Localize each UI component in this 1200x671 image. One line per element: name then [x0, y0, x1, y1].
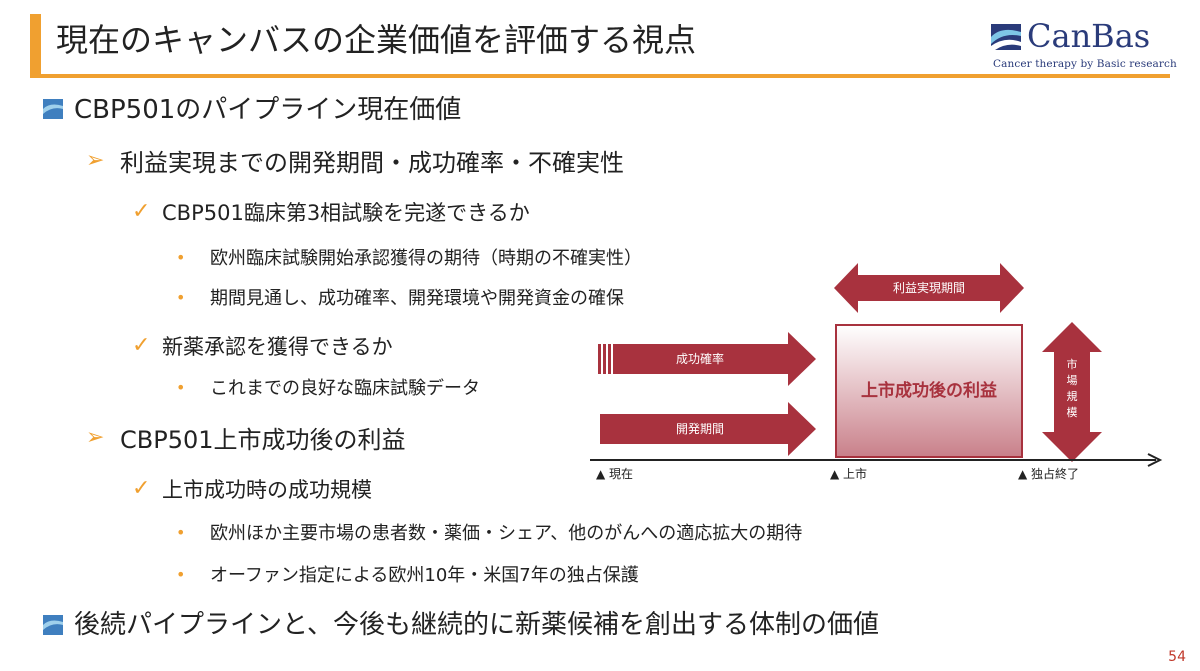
market-size-char-4: 模 — [1067, 406, 1078, 419]
dot-bullet-icon: • — [176, 523, 186, 542]
check-bullet-icon: ✓ — [132, 476, 151, 501]
axis-label-now: ▲ 現在 — [596, 467, 633, 481]
bullet-l2-post-launch: CBP501上市成功後の利益 — [120, 426, 406, 454]
logo-mark-icon — [991, 24, 1021, 50]
title-accent-bar — [30, 14, 41, 76]
bullet-l4-markets: 欧州ほか主要市場の患者数・薬価・シェア、他のがんへの適応拡大の期待 — [210, 523, 803, 544]
arrow-bullet-icon: ➢ — [86, 425, 105, 450]
arrow-bullet-icon: ➢ — [86, 148, 105, 173]
logo-name: CanBas — [1027, 17, 1151, 55]
bullet-l1-pipeline-value: CBP501のパイプライン現在価値 — [74, 95, 462, 125]
timeline-arrowhead-icon — [1147, 453, 1163, 467]
market-size-char-1: 市 — [1067, 357, 1078, 371]
title-bar: 現在のキャンバスの企業価値を評価する視点 — [30, 8, 1170, 78]
post-launch-profit-box — [835, 324, 1023, 458]
bullet-l4-clinical-data: これまでの良好な臨床試験データ — [210, 378, 480, 399]
bullet-l3-phase3: CBP501臨床第3相試験を完遂できるか — [162, 201, 530, 225]
axis-label-exclusivity-end: ▲ 独占終了 — [1018, 466, 1079, 481]
square-bullet-icon — [43, 615, 63, 635]
check-bullet-icon: ✓ — [132, 199, 151, 224]
post-launch-profit-label: 上市成功後の利益 — [861, 380, 997, 401]
bullet-l4-eu-approval: 欧州臨床試験開始承認獲得の期待（時期の不確実性） — [210, 248, 642, 269]
dot-bullet-icon: • — [176, 248, 186, 267]
value-timeline-diagram: 利益実現期間 成功確率 開発期間 上市成功後の利益 市 場 規 模 ▲ 現在 ▲… — [590, 263, 1163, 481]
success-rate-arrow — [598, 332, 816, 386]
square-bullet-icon — [43, 99, 63, 119]
bullet-l3-success-scale: 上市成功時の成功規模 — [162, 478, 372, 502]
success-rate-label: 成功確率 — [676, 351, 724, 366]
bullet-l4-outlook: 期間見通し、成功確率、開発環境や開発資金の確保 — [210, 288, 624, 309]
bullet-l4-orphan: オーファン指定による欧州10年・米国7年の独占保護 — [210, 565, 639, 586]
bullet-l3-approval: 新薬承認を獲得できるか — [162, 335, 393, 359]
page-number: 54 — [1168, 649, 1186, 665]
dot-bullet-icon: • — [176, 565, 186, 584]
check-bullet-icon: ✓ — [132, 333, 151, 358]
axis-label-launch: ▲ 上市 — [830, 466, 867, 481]
profit-period-arrow — [834, 263, 1024, 313]
logo-tagline: Cancer therapy by Basic research — [993, 58, 1177, 70]
bullet-l1-follow-on-pipeline: 後続パイプラインと、今後も継続的に新薬候補を創出する体制の価値 — [74, 610, 879, 640]
market-size-arrow — [1042, 322, 1102, 462]
market-size-char-2: 場 — [1067, 374, 1078, 387]
dot-bullet-icon: • — [176, 378, 186, 397]
development-period-label: 開発期間 — [676, 422, 724, 436]
dot-bullet-icon: • — [176, 288, 186, 307]
profit-period-label: 利益実現期間 — [893, 280, 965, 295]
bullet-l2-dev-period: 利益実現までの開発期間・成功確率・不確実性 — [120, 149, 624, 177]
canbas-logo: CanBas Cancer therapy by Basic research — [989, 17, 1177, 72]
market-size-char-3: 規 — [1067, 389, 1078, 403]
page-title: 現在のキャンバスの企業価値を評価する視点 — [56, 21, 697, 59]
development-period-arrow — [600, 402, 816, 456]
